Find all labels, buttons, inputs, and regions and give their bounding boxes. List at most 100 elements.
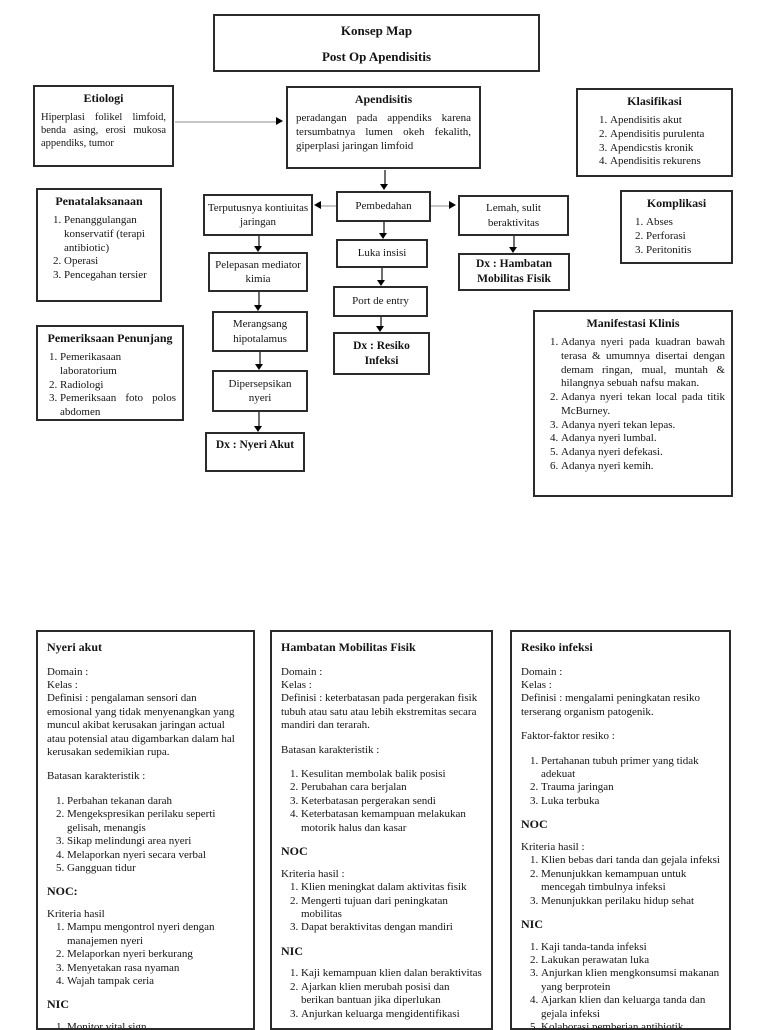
arrow-dipersepsikan-dx-nyeri-head	[254, 426, 262, 432]
block-ol: Klien bebas dari tanda dan gejala infeks…	[521, 854, 720, 908]
care-plan-title: Resiko infeksi	[521, 640, 593, 654]
block-gap	[47, 784, 244, 795]
care-plan-title: Hambatan Mobilitas Fisik	[281, 640, 416, 654]
list-item: Gangguan tidur	[67, 862, 244, 875]
block-p: Kriteria hasil	[47, 907, 105, 920]
etiologi-title: Etiologi	[83, 91, 124, 105]
block-p: Definisi : keterbatasan pada pergerakan …	[281, 692, 478, 732]
block-p: Batasan karakteristik :	[281, 743, 380, 756]
arrow-merangsang-dipersepsikan-line	[259, 352, 261, 364]
arrow-terputusnya-pelepasan-head	[254, 246, 262, 252]
list-item: Trauma jaringan	[541, 781, 720, 794]
list-item: Mengekspresikan perilaku seperti gelisah…	[67, 808, 244, 835]
list-item: Ajarkan klien merubah posisi dan berikan…	[301, 981, 482, 1008]
etiologi-box: Etiologi Hiperplasi folikel limfoid, ben…	[33, 85, 174, 167]
list-item: Adanya nyeri tekan local pada titik McBu…	[561, 391, 725, 419]
arrow-pembedahan-terputusnya-head	[314, 201, 321, 209]
dx-hambatan-mobilitas-box: Dx : Hambatan Mobilitas Fisik	[458, 253, 570, 291]
page-title-line2: Post Op Apendisitis	[321, 49, 432, 64]
arrow-luka-port-line	[381, 268, 383, 280]
list-item: Lakukan perawatan luka	[541, 954, 720, 967]
block-gap	[281, 733, 482, 744]
manifestasi-title: Manifestasi Klinis	[586, 316, 680, 330]
care-plan-title: Nyeri akut	[47, 640, 102, 654]
etiologi-body: Hiperplasi folikel limfoid, benda asing,…	[41, 112, 166, 150]
list-item: Kaji kemampuan klien dalan beraktivitas	[301, 967, 482, 980]
arrow-pembedahan-lemah-head	[449, 201, 456, 209]
block-p: Kriteria hasil :	[281, 867, 345, 880]
list-item: Kolaborasi pemberian antibiotik	[541, 1021, 720, 1028]
page-title-box: Konsep Map Post Op Apendisitis	[213, 14, 540, 72]
block-h: NOC	[281, 844, 308, 859]
care-plan-body: Domain :Kelas :Definisi : pengalaman sen…	[47, 665, 244, 1028]
arrow-pembedahan-terputusnya-line	[321, 205, 336, 207]
list-item: Dapat beraktivitas dengan mandiri	[301, 921, 482, 934]
block-h: NOC:	[47, 884, 78, 899]
list-item: Apendicstis kronik	[610, 142, 731, 156]
arrow-port-dx-resiko-line	[380, 317, 382, 326]
list-item: Klien meningkat dalam aktivitas fisik	[301, 881, 482, 894]
pemeriksaan-list: Pemerikasaan laboratoriumRadiologiPemeri…	[38, 351, 182, 420]
block-p: Kelas :	[521, 679, 552, 692]
block-ol: Perbahan tekanan darahMengekspresikan pe…	[47, 795, 244, 875]
arrow-etiologi-apendisitis-line	[175, 121, 276, 123]
block-h: NIC	[521, 916, 544, 931]
list-item: Ajarkan klien dan keluarga tanda dan gej…	[541, 994, 720, 1021]
list-item: Perubahan cara berjalan	[301, 781, 482, 794]
pelepasan-mediator-box: Pelepasan mediator kimia	[208, 252, 308, 292]
pembedahan-box: Pembedahan	[336, 191, 431, 222]
block-p: Domain :	[521, 665, 563, 678]
arrow-etiologi-apendisitis-head	[276, 117, 283, 125]
list-item: Adanya nyeri kemih.	[561, 460, 725, 474]
list-item: Apendisitis rekurens	[610, 155, 731, 169]
block-h: NOC	[521, 817, 548, 832]
list-item: Perforasi	[646, 230, 731, 244]
list-item: Melaporkan nyeri secara verbal	[67, 849, 244, 862]
block-p: Kriteria hasil :	[521, 840, 585, 853]
arrow-port-dx-resiko-head	[376, 326, 384, 332]
port-de-entry-box: Port de entry	[333, 286, 428, 317]
list-item: Pemerikasaan laboratorium	[60, 351, 176, 379]
block-p: Kelas :	[47, 679, 78, 692]
arrow-pembedahan-luka-insisi-line	[383, 222, 385, 233]
arrow-pelepasan-merangsang-line	[258, 292, 260, 305]
list-item: Menyetakan rasa nyaman	[67, 962, 244, 975]
lemah-sulit-beraktivitas-box: Lemah, sulit beraktivitas	[458, 195, 569, 236]
block-p: Domain :	[47, 665, 89, 678]
list-item: Luka terbuka	[541, 795, 720, 808]
list-item: Perbahan tekanan darah	[67, 795, 244, 808]
arrow-apendisitis-pembedahan-line	[384, 170, 386, 184]
list-item: Keterbatasan kemampuan melakukan motorik…	[301, 808, 482, 835]
klasifikasi-title: Klasifikasi	[627, 94, 682, 108]
block-gap	[47, 759, 244, 770]
list-item: Abses	[646, 216, 731, 230]
arrow-luka-port-head	[377, 280, 385, 286]
arrow-merangsang-dipersepsikan-head	[255, 364, 263, 370]
care-plan-resiko-infeksi: Resiko infeksi Domain :Kelas :Definisi :…	[510, 630, 731, 1030]
arrow-pembedahan-luka-insisi-head	[379, 233, 387, 239]
list-item: Kaji tanda-tanda infeksi	[541, 941, 720, 954]
list-item: Kesulitan membolak balik posisi	[301, 768, 482, 781]
list-item: Pemeriksaan foto polos abdomen	[60, 392, 176, 420]
list-item: Anjurkan klien mengkonsumsi makanan yang…	[541, 967, 720, 994]
block-ol: Klien meningkat dalam aktivitas fisikMen…	[281, 881, 482, 935]
list-item: Adanya nyeri defekasi.	[561, 446, 725, 460]
manifestasi-list: Adanya nyeri pada kuadran bawah terasa &…	[535, 336, 731, 474]
komplikasi-box: Komplikasi AbsesPerforasiPeritonitis	[620, 190, 733, 264]
arrow-lemah-dx-hambatan-line	[513, 236, 515, 247]
list-item: Klien bebas dari tanda dan gejala infeks…	[541, 854, 720, 867]
list-item: Adanya nyeri pada kuadran bawah terasa &…	[561, 336, 725, 391]
block-p: Domain :	[281, 665, 323, 678]
list-item: Pertahanan tubuh primer yang tidak adeku…	[541, 755, 720, 782]
komplikasi-list: AbsesPerforasiPeritonitis	[622, 216, 731, 257]
block-ol: Kesulitan membolak balik posisiPerubahan…	[281, 768, 482, 835]
list-item: Sikap melindungi area nyeri	[67, 835, 244, 848]
apendisitis-box: Apendisitis peradangan pada appendiks ka…	[286, 86, 481, 169]
care-plan-body: Domain :Kelas :Definisi : mengalami peni…	[521, 665, 720, 1028]
klasifikasi-box: Klasifikasi Apendisitis akutApendisitis …	[576, 88, 733, 177]
list-item: Apendisitis akut	[610, 114, 731, 128]
block-p: Faktor-faktor resiko :	[521, 730, 615, 743]
list-item: Adanya nyeri tekan lepas.	[561, 419, 725, 433]
apendisitis-title: Apendisitis	[354, 92, 413, 106]
penatalaksanaan-box: Penatalaksanaan Penanggulangan konservat…	[36, 188, 162, 302]
